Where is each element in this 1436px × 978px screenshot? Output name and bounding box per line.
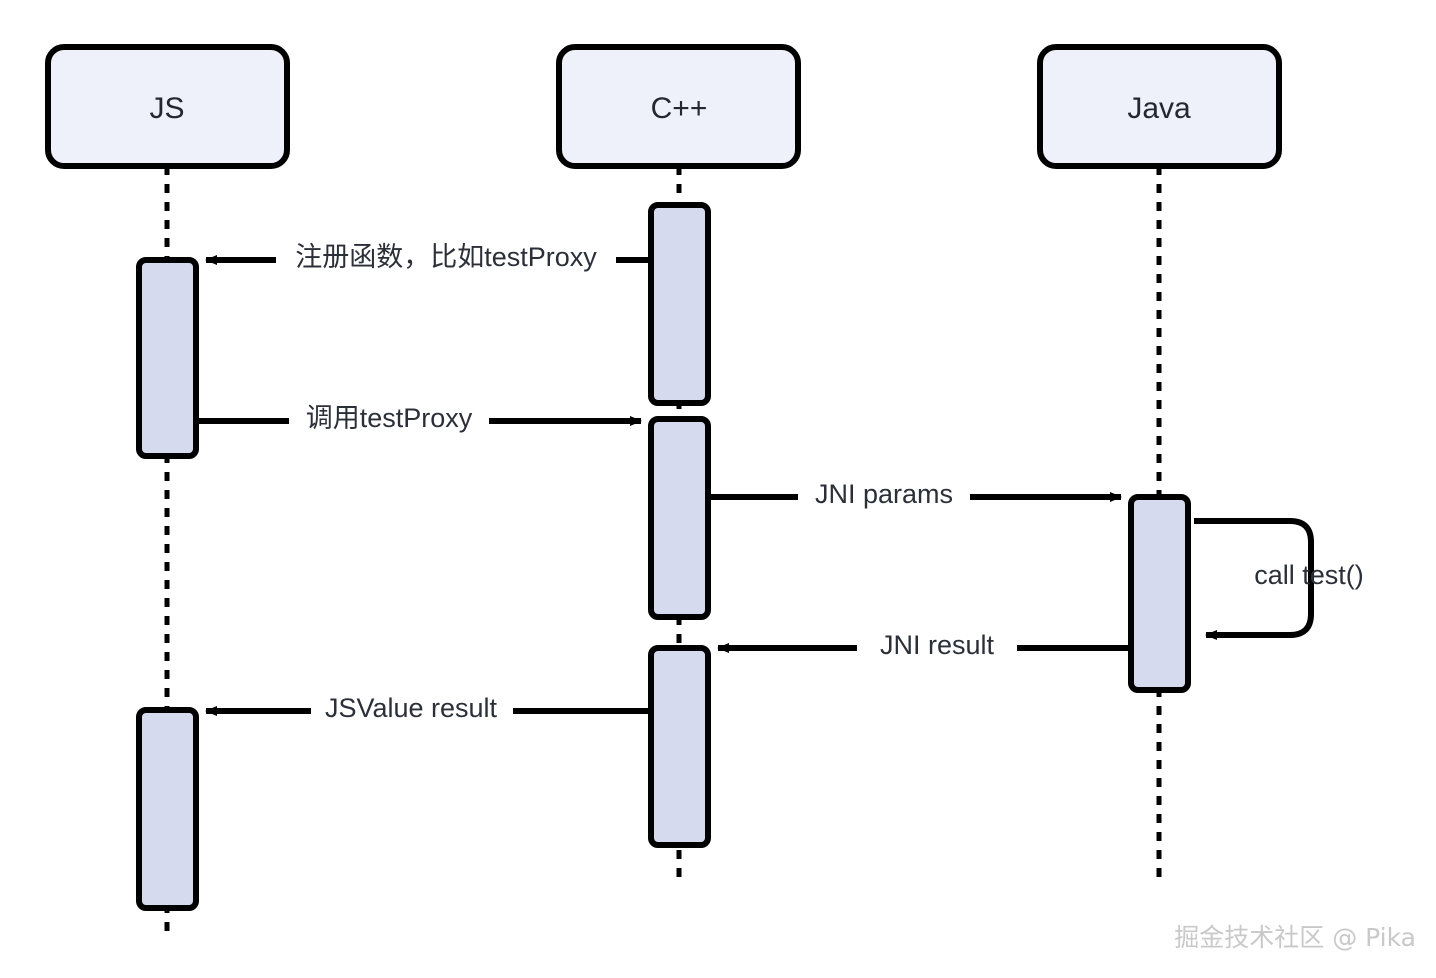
message-jni-params[interactable]: JNI params <box>710 479 1122 509</box>
message-label-jni-result: JNI result <box>880 630 995 660</box>
message-jni-result[interactable]: JNI result <box>717 630 1131 660</box>
message-label-register-function: 注册函数，比如testProxy <box>295 242 597 272</box>
activation-bar-cpp-3 <box>648 645 711 848</box>
participant-label-java: Java <box>1127 92 1191 125</box>
message-jsvalue-result[interactable]: JSValue result <box>205 693 651 723</box>
activation-bar-cpp-2 <box>648 416 711 620</box>
activation-bar-js-1 <box>136 257 199 459</box>
participant-cpp[interactable]: C++ <box>556 44 801 169</box>
participant-js[interactable]: JS <box>45 44 290 169</box>
activation-bar-cpp-1 <box>648 202 711 406</box>
participant-label-cpp: C++ <box>651 92 708 125</box>
participants-group: JS C++ Java <box>45 44 1282 169</box>
participant-box-java <box>1037 44 1282 169</box>
self-message-label-call-test: call test() <box>1254 560 1364 590</box>
self-message-call-test[interactable]: call test() <box>1194 518 1364 640</box>
activation-bar-java-1 <box>1128 494 1191 693</box>
message-label-jsvalue-result: JSValue result <box>325 693 498 723</box>
message-register-function[interactable]: 注册函数，比如testProxy <box>205 242 651 272</box>
message-label-call-testproxy: 调用testProxy <box>306 403 473 433</box>
participant-box-cpp <box>556 44 801 169</box>
participant-label-js: JS <box>149 92 184 125</box>
message-call-testproxy[interactable]: 调用testProxy <box>198 403 642 433</box>
watermark-label: 掘金技术社区 @ Pika <box>1174 923 1416 952</box>
self-message-path-call-test <box>1194 518 1314 640</box>
participant-java[interactable]: Java <box>1037 44 1282 169</box>
activations-group <box>136 202 1191 911</box>
participant-box-js <box>45 44 290 169</box>
activation-bar-js-2 <box>136 707 199 911</box>
message-label-jni-params: JNI params <box>815 479 953 509</box>
